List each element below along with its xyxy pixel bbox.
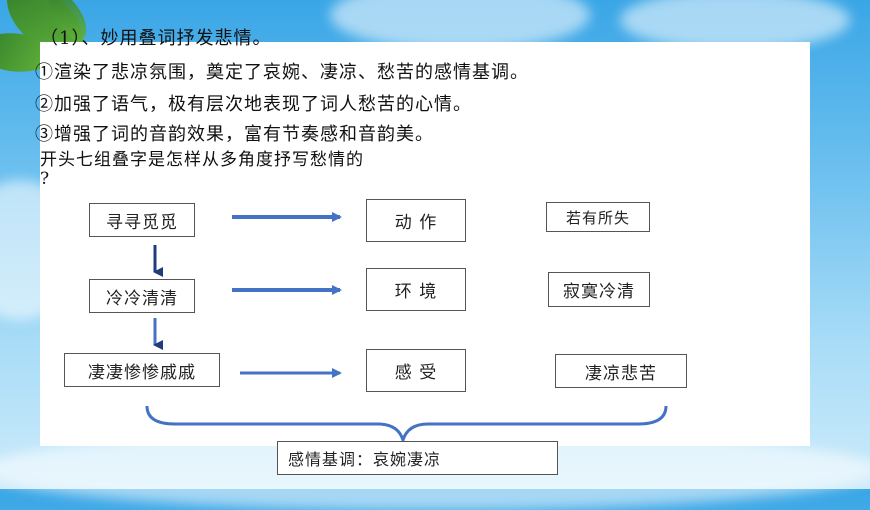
aspect-box-1: 动 作	[366, 199, 466, 242]
point-3: ③增强了词的音韵效果，富有节奏感和音韵美。	[35, 124, 434, 145]
aspect-box-2: 环 境	[366, 268, 466, 311]
word-box-1: 寻寻觅觅	[89, 203, 195, 237]
diagram-connectors	[145, 212, 668, 446]
word-box-2: 冷冷清清	[89, 279, 195, 313]
aspect-box-3: 感 受	[366, 349, 466, 392]
meaning-box-3: 凄凉悲苦	[555, 354, 687, 388]
summary-brace	[145, 405, 668, 446]
point-2: ②加强了语气，极有层次地表现了词人愁苦的心情。	[35, 94, 472, 115]
heading: （1）、妙用叠词抒发悲情。	[40, 28, 272, 49]
question-line-1: 开头七组叠字是怎样从多角度抒写愁情的	[40, 150, 364, 170]
word-box-3: 凄凄惨惨戚戚	[64, 353, 220, 387]
meaning-box-1: 若有所失	[546, 202, 650, 232]
question-line-2: ?	[40, 169, 51, 189]
meaning-box-2: 寂寞冷清	[548, 272, 650, 307]
summary-box: 感情基调：哀婉凄凉	[277, 441, 558, 475]
point-1: ①渲染了悲凉氛围，奠定了哀婉、凄凉、愁苦的感情基调。	[35, 62, 529, 83]
background-cloud	[620, 0, 850, 50]
